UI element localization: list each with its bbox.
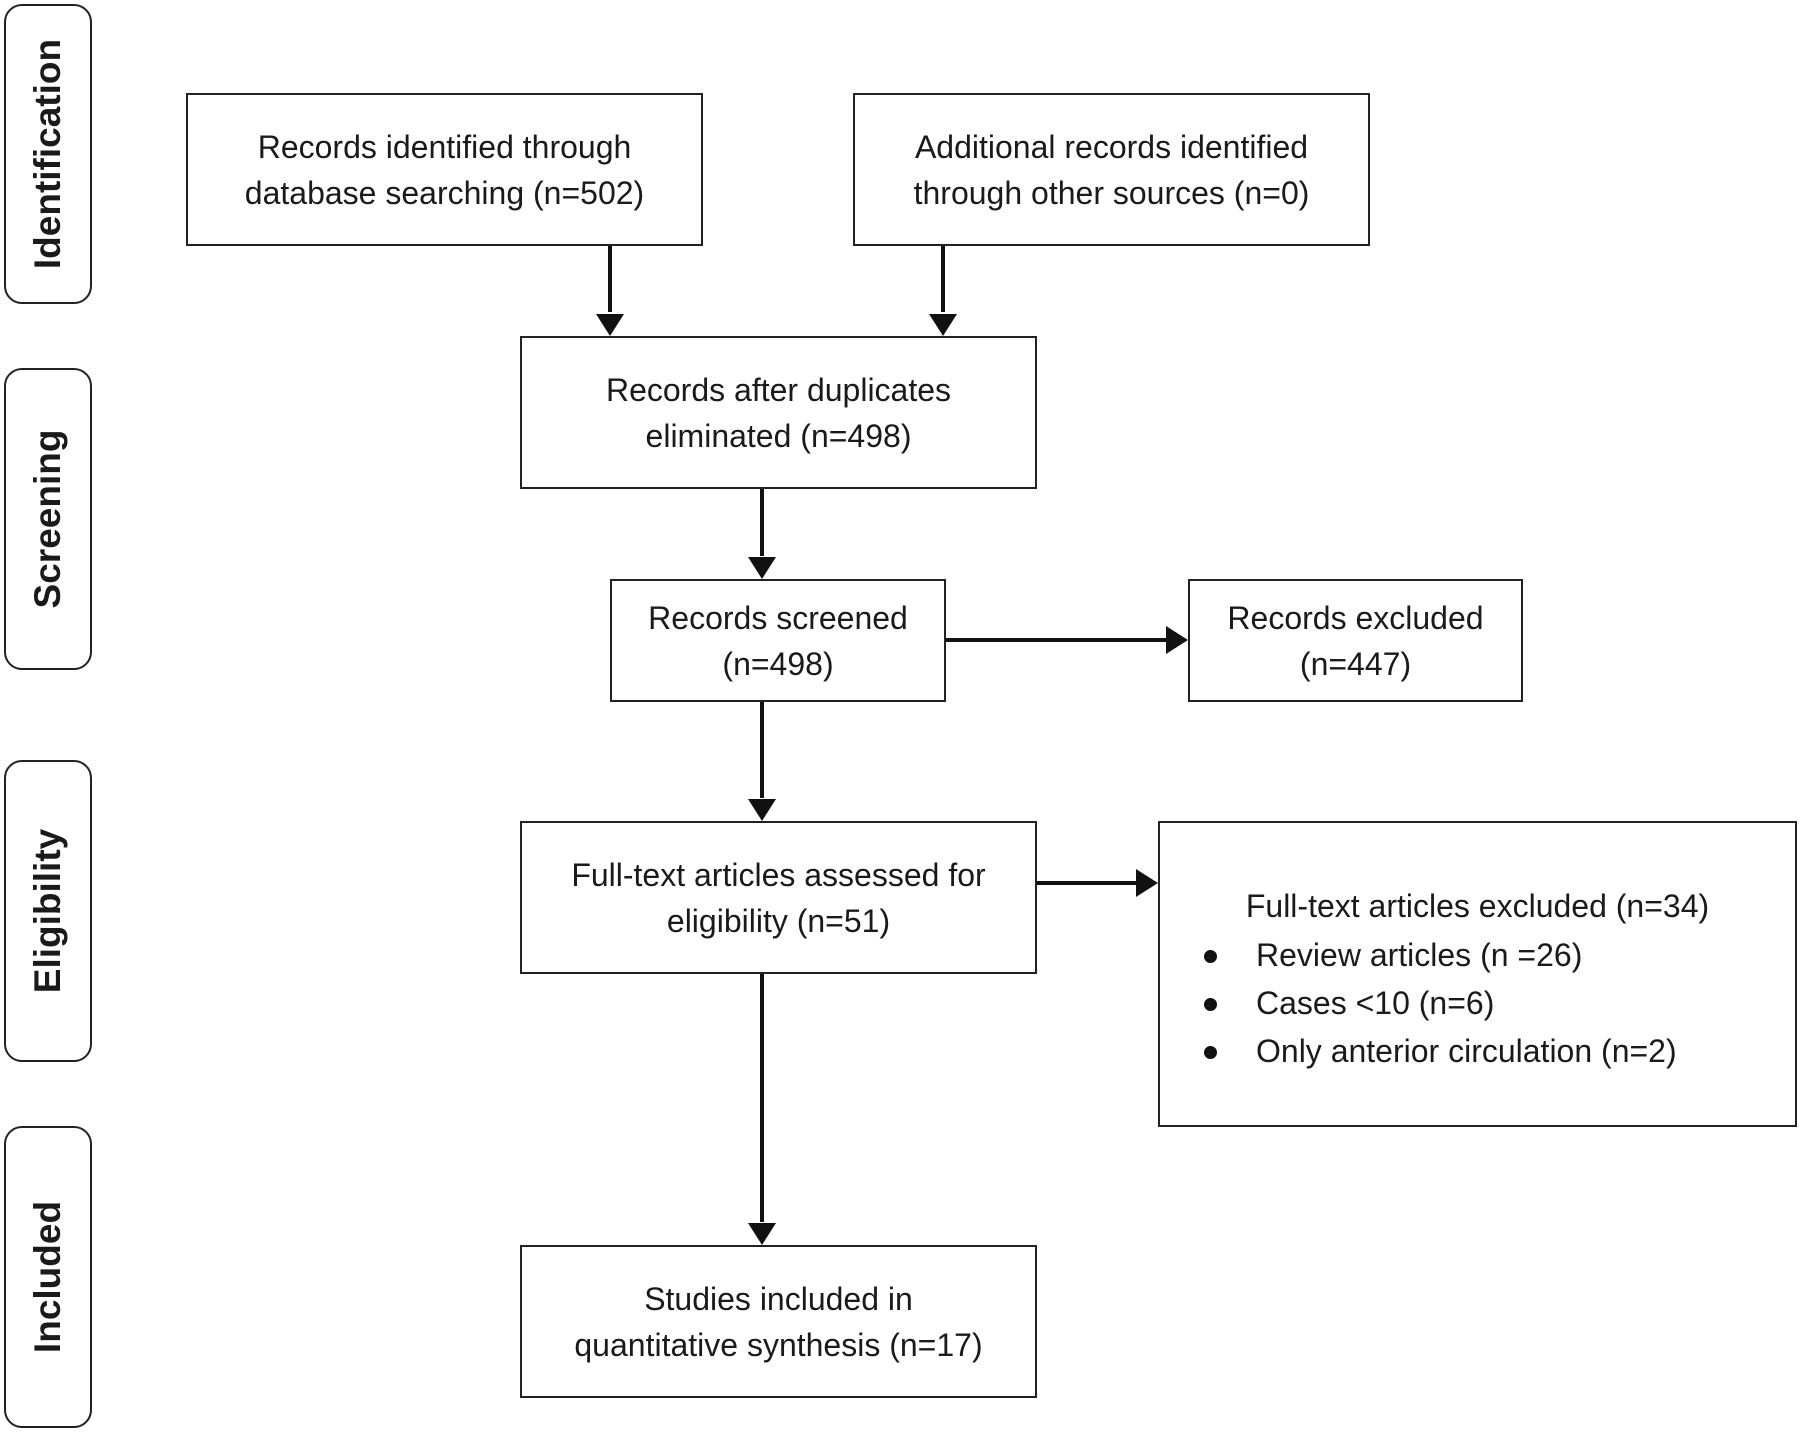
- exclusion-reason: Cases <10 (n=6): [1256, 985, 1495, 1021]
- box-records-excluded-line1: Records excluded: [1227, 599, 1484, 636]
- bullet-icon: [1204, 1046, 1217, 1059]
- box-fulltext-assessed-line1: Full-text articles assessed for: [571, 856, 986, 893]
- box-included-studies-line2: quantitative synthesis (n=17): [574, 1326, 983, 1363]
- list-item: Only anterior circulation (n=2): [1204, 1027, 1795, 1075]
- bullet-icon: [1204, 998, 1217, 1011]
- box-database-records-line1: Records identified through: [257, 128, 632, 165]
- box-fulltext-assessed: Full-text articles assessed for eligibil…: [520, 821, 1037, 974]
- arrowhead-other-to-duplicates: [929, 314, 957, 336]
- arrowhead-screened-to-excluded: [1166, 626, 1188, 654]
- list-item: Cases <10 (n=6): [1204, 979, 1795, 1027]
- arrowhead-assessed-to-fulltext-excluded: [1136, 869, 1158, 897]
- exclusion-reason: Only anterior circulation (n=2): [1256, 1033, 1677, 1069]
- box-database-records-line2: database searching (n=502): [244, 174, 645, 211]
- box-records-excluded-line2: (n=447): [1299, 645, 1412, 682]
- list-item: Review articles (n =26): [1204, 931, 1795, 979]
- arrowhead-database-to-duplicates: [596, 314, 624, 336]
- box-records-excluded: Records excluded (n=447): [1188, 579, 1523, 702]
- arrowhead-assessed-to-included: [748, 1223, 776, 1245]
- box-records-screened-line1: Records screened: [648, 599, 908, 636]
- box-records-screened-line2: (n=498): [722, 645, 834, 682]
- arrowhead-duplicates-to-screened: [748, 557, 776, 579]
- box-other-sources-line1: Additional records identified: [914, 128, 1309, 165]
- box-after-duplicates-line2: eliminated (n=498): [645, 417, 912, 454]
- box-after-duplicates-line1: Records after duplicates: [605, 371, 952, 408]
- phase-screening: Screening: [4, 368, 92, 670]
- box-fulltext-excluded: Full-text articles excluded (n=34) Revie…: [1158, 821, 1797, 1127]
- phase-identification: Identification: [4, 4, 92, 304]
- bullet-icon: [1204, 950, 1217, 963]
- exclusion-reason: Review articles (n =26): [1256, 937, 1583, 973]
- exclusion-reasons-list: Review articles (n =26) Cases <10 (n=6) …: [1160, 931, 1795, 1075]
- box-fulltext-assessed-line2: eligibility (n=51): [666, 902, 891, 939]
- box-database-records: Records identified through database sear…: [186, 93, 703, 246]
- box-included-studies: Studies included in quantitative synthes…: [520, 1245, 1037, 1398]
- box-other-sources: Additional records identified through ot…: [853, 93, 1370, 246]
- arrowhead-screened-to-assessed: [748, 799, 776, 821]
- phase-included: Included: [4, 1126, 92, 1428]
- box-other-sources-line2: through other sources (n=0): [913, 174, 1310, 211]
- phase-eligibility: Eligibility: [4, 760, 92, 1062]
- box-records-screened: Records screened (n=498): [610, 579, 946, 702]
- box-included-studies-line1: Studies included in: [644, 1280, 913, 1317]
- box-after-duplicates: Records after duplicates eliminated (n=4…: [520, 336, 1037, 489]
- box-fulltext-excluded-title: Full-text articles excluded (n=34): [1245, 888, 1710, 924]
